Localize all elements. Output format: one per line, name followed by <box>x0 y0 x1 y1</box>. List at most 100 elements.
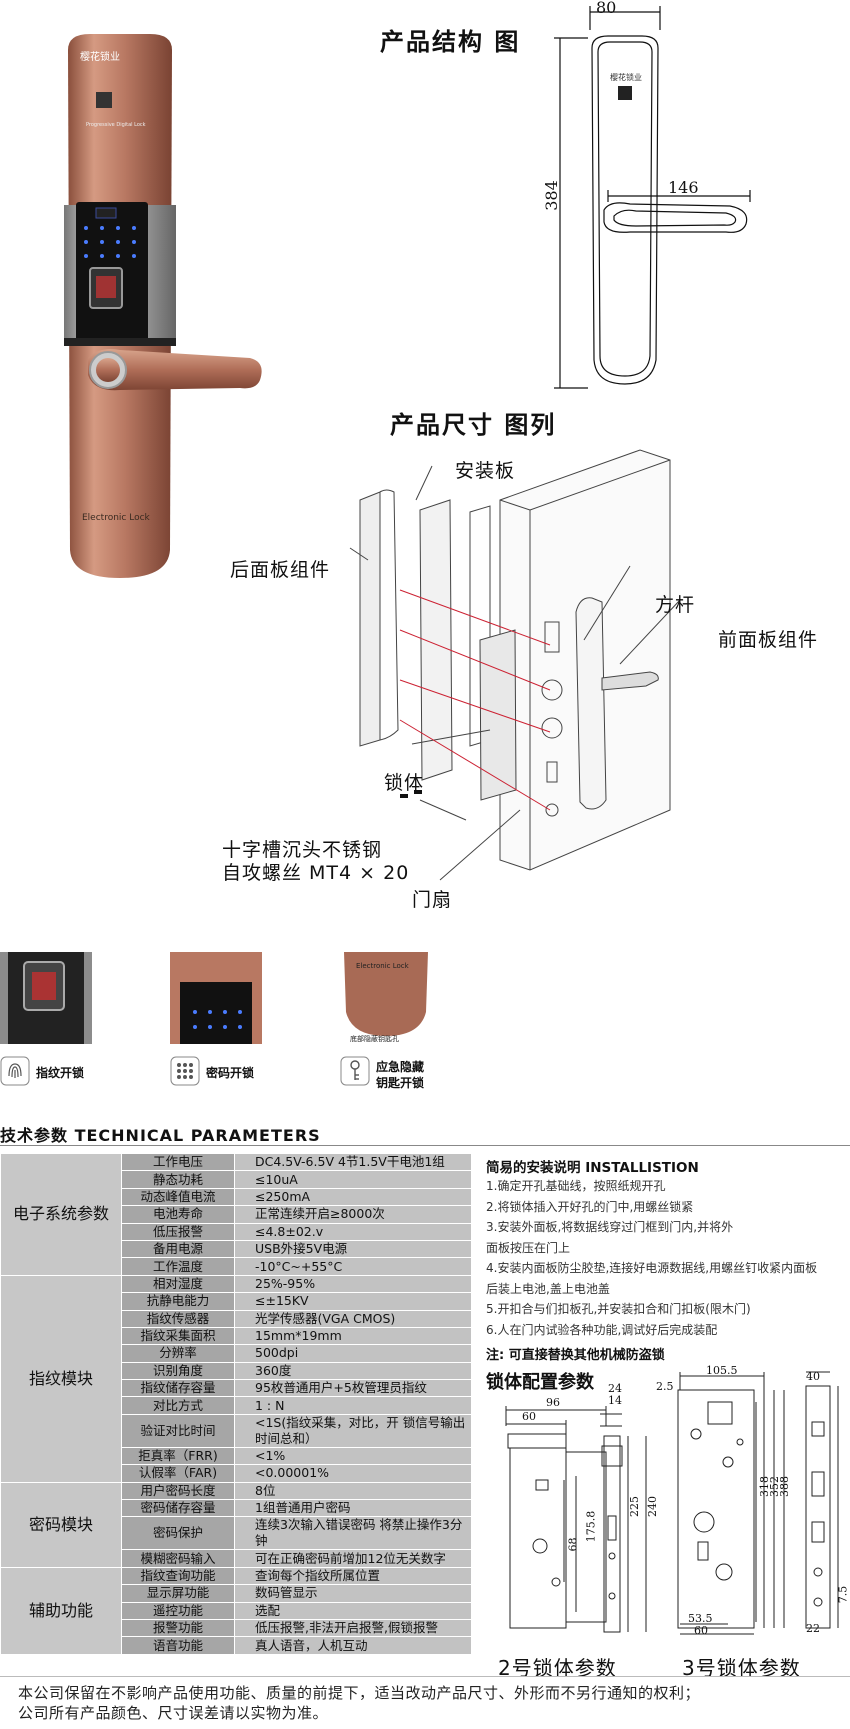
lockbody3-drawing <box>677 1371 839 1635</box>
param-value: 1 : N <box>234 1396 472 1415</box>
keypad-digits <box>84 226 136 258</box>
thumb-keypad <box>170 952 262 1044</box>
param-value: DC4.5V-6.5V 4节1.5V干电池1组 <box>234 1152 472 1172</box>
lb3-dim-22: 22 <box>806 1622 820 1635</box>
lockbody2-drawing <box>505 1406 647 1633</box>
param-name: 指纹查询功能 <box>121 1566 235 1586</box>
param-name: 分辨率 <box>121 1344 235 1363</box>
fingerprint-icon <box>0 1056 30 1086</box>
params-row: 遥控功能选配 <box>1 1601 472 1620</box>
lb2-dim-240: 240 <box>646 1496 659 1517</box>
size-title: 产品尺寸 图列 <box>390 411 557 439</box>
param-value: <1% <box>234 1446 472 1466</box>
param-value: 查询每个指纹所属位置 <box>234 1566 472 1586</box>
dim-handle: 146 <box>668 178 699 197</box>
param-value: 360度 <box>234 1361 472 1381</box>
feature-key-label2: 钥匙开锁 <box>376 1076 425 1090</box>
lb2-dim-225: 225 <box>628 1496 641 1517</box>
param-value: <0.00001% <box>234 1464 472 1483</box>
callout-screw-line1: 十字槽沉头不锈钢 <box>222 839 383 861</box>
param-name: 报警功能 <box>121 1618 235 1638</box>
param-name: 用户密码长度 <box>121 1481 235 1501</box>
param-name: 抗静电能力 <box>121 1292 235 1311</box>
feature-key-label1: 应急隐藏 <box>376 1060 425 1074</box>
install-step: 后装上电池,盖上电池盖 <box>486 1281 610 1296</box>
params-category: 辅助功能 <box>0 1566 122 1655</box>
param-name: 低压报警 <box>121 1222 235 1241</box>
feature-keypad-label: 密码开锁 <box>206 1066 255 1080</box>
param-value: 选配 <box>234 1601 472 1620</box>
lb2-dim-60: 60 <box>522 1410 536 1423</box>
lb2-dim-175-8: 175.8 <box>584 1510 598 1543</box>
lb3-dim-388: 388 <box>778 1476 791 1497</box>
lb3-dim-2-5: 2.5 <box>656 1380 674 1393</box>
param-value: 正常连续开启≥8000次 <box>234 1205 472 1224</box>
params-row: 拒真率（FRR)<1% <box>1 1446 472 1466</box>
lb2-dim-24: 24 <box>608 1382 622 1395</box>
param-value: ≤4.8±02.v <box>234 1222 472 1241</box>
footer-line2: 公司所有产品颜色、尺寸误差请以实物为准。 <box>18 1704 329 1722</box>
param-name: 显示屏功能 <box>121 1584 235 1603</box>
params-row: 认假率（FAR)<0.00001% <box>1 1464 472 1483</box>
param-name: 指纹采集面积 <box>121 1326 235 1346</box>
param-name: 识别角度 <box>121 1361 235 1381</box>
param-name: 工作温度 <box>121 1257 235 1276</box>
lb2-dim-96: 96 <box>546 1396 560 1409</box>
param-value: ≤±15KV <box>234 1292 472 1311</box>
exploded-diagram <box>349 449 681 881</box>
callout-door-leaf: 门扇 <box>412 889 453 911</box>
params-category: 电子系统参数 <box>0 1153 122 1276</box>
thumb-fingerprint <box>0 952 92 1044</box>
install-step: 2.将锁体插入开好孔的门中,用螺丝锁紧 <box>486 1199 694 1214</box>
structure-title: 产品结构 图 <box>380 28 521 56</box>
dim-width: 80 <box>596 0 617 17</box>
param-value: USB外接5V电源 <box>234 1239 472 1259</box>
param-name: 指纹储存容量 <box>121 1379 235 1398</box>
params-row: 密码保护连续3次输入错误密码 将禁止操作3分钟 <box>1 1516 472 1551</box>
lb3-dim-40: 40 <box>806 1370 820 1383</box>
thumb-key-caption: 底部隐蔽钥匙孔 <box>350 1035 399 1043</box>
param-value: -10°C~+55°C <box>234 1257 472 1276</box>
footer-divider <box>0 1676 850 1677</box>
structure-drawing: 樱花锁业 <box>554 6 751 389</box>
callout-lock-body: 锁体 <box>384 772 425 794</box>
lock-photo: 樱花锁业 Progressive Digital Lock Electronic… <box>64 34 262 578</box>
callout-front-panel: 前面板组件 <box>718 629 819 651</box>
params-category: 指纹模块 <box>0 1274 122 1483</box>
install-step: 5.开扣合与们扣板孔,并安装扣合和门扣板(限木门) <box>486 1302 751 1316</box>
params-row: 模糊密码输入可在正确密码前增加12位无关数字 <box>1 1549 472 1568</box>
param-value: <1S(指纹采集，对比，开 锁信号输出时间总和） <box>234 1413 472 1448</box>
lb2-dim-14: 14 <box>608 1394 622 1407</box>
param-name: 静态功耗 <box>121 1170 235 1189</box>
thumb-keyhole: Electronic Lock <box>340 952 432 1044</box>
callout-mount-plate: 安装板 <box>455 460 516 482</box>
feature-fingerprint-label: 指纹开锁 <box>36 1066 85 1080</box>
param-name: 语音功能 <box>121 1636 235 1655</box>
lb3-dim-105-5: 105.5 <box>706 1364 738 1377</box>
params-row: 指纹传感器光学传感器(VGA CMOS) <box>1 1309 472 1328</box>
param-name: 指纹传感器 <box>121 1309 235 1328</box>
config-title: 锁体配置参数 <box>486 1372 594 1393</box>
params-row: 辅助功能指纹查询功能查询每个指纹所属位置 <box>0 1566 472 1655</box>
key-icon <box>340 1056 370 1086</box>
params-divider <box>0 1145 850 1146</box>
params-row: 验证对比时间<1S(指纹采集，对比，开 锁信号输出时间总和） <box>1 1413 472 1448</box>
lb3-dim-60: 60 <box>694 1624 708 1637</box>
param-value: 光学传感器(VGA CMOS) <box>234 1309 472 1328</box>
param-name: 模糊密码输入 <box>121 1549 235 1568</box>
callout-back-panel: 后面板组件 <box>230 559 331 581</box>
keypad-icon <box>170 1056 200 1086</box>
param-value: 95枚普通用户+5枚管理员指纹 <box>234 1379 472 1398</box>
param-value: 连续3次输入错误密码 将禁止操作3分钟 <box>234 1516 472 1551</box>
param-value: 25%-95% <box>234 1274 472 1294</box>
param-name: 动态峰值电流 <box>121 1187 235 1207</box>
thumb-panel-label: Electronic Lock <box>356 962 410 970</box>
